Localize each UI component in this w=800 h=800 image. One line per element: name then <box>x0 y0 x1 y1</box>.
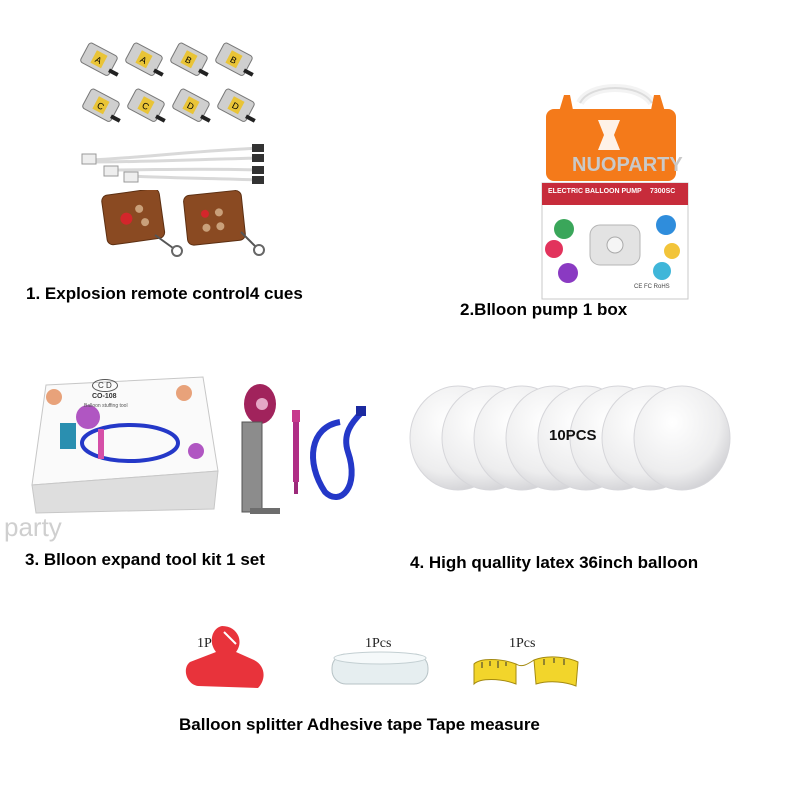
tool-kit-model: CO-108 <box>92 393 117 400</box>
balloon-splitter <box>178 618 268 693</box>
cue-letter: D <box>185 100 196 112</box>
inflator-tool <box>230 382 380 522</box>
cue-letter: B <box>228 54 238 66</box>
cue-module: C <box>82 88 121 123</box>
cue-module: D <box>172 88 211 123</box>
cue-modules-group: A A B B C C D D <box>80 38 280 148</box>
pump-box-graphic <box>540 75 690 300</box>
cue-module: C <box>127 88 166 123</box>
item-3-caption: 3. Blloon expand tool kit 1 set <box>25 550 265 569</box>
item-4-caption: 4. High quallity latex 36inch balloon <box>410 553 699 572</box>
cue-module: A <box>125 42 164 77</box>
adhesive-tape <box>330 648 430 688</box>
pump-box-label: ELECTRIC BALLOON PUMP <box>548 188 642 195</box>
cue-letter: A <box>93 54 103 66</box>
brand-watermark: NUOPARTY <box>572 154 683 176</box>
balloon-count-label: 10PCS <box>549 427 597 444</box>
cue-letter: A <box>138 54 148 66</box>
cue-letter: C <box>95 100 106 112</box>
cue-modules-graphic: A A B B C C D D <box>80 42 256 123</box>
cue-module: B <box>170 42 209 77</box>
pump-box-marks: CE FC RoHS <box>634 284 670 290</box>
tape-measure <box>470 650 580 690</box>
cue-module: A <box>80 42 119 77</box>
tool-kit-box <box>18 375 228 515</box>
item-1-caption: 1. Explosion remote control4 cues <box>26 284 303 303</box>
tool-kit-logo: C D <box>92 379 118 392</box>
accessories-caption: Balloon splitter Adhesive tape Tape meas… <box>179 715 540 734</box>
usb-cable <box>80 140 270 190</box>
remote-controls <box>95 188 275 265</box>
latex-balloons <box>408 380 748 500</box>
pump-box-model: 7300SC <box>650 188 676 195</box>
cue-letter: C <box>140 100 151 112</box>
cue-letter: D <box>230 100 241 112</box>
item-2-caption: 2.Blloon pump 1 box <box>460 300 628 319</box>
tool-kit-subtitle: Balloon stuffing tool <box>84 403 128 409</box>
cue-letter: B <box>183 54 193 66</box>
tape-measure-qty: 1Pcs <box>509 636 536 651</box>
balloon <box>633 385 731 491</box>
tape-qty: 1Pcs <box>365 636 392 651</box>
bottom-watermark: party <box>4 512 62 542</box>
cue-module: D <box>217 88 256 123</box>
cue-module: B <box>215 42 254 77</box>
